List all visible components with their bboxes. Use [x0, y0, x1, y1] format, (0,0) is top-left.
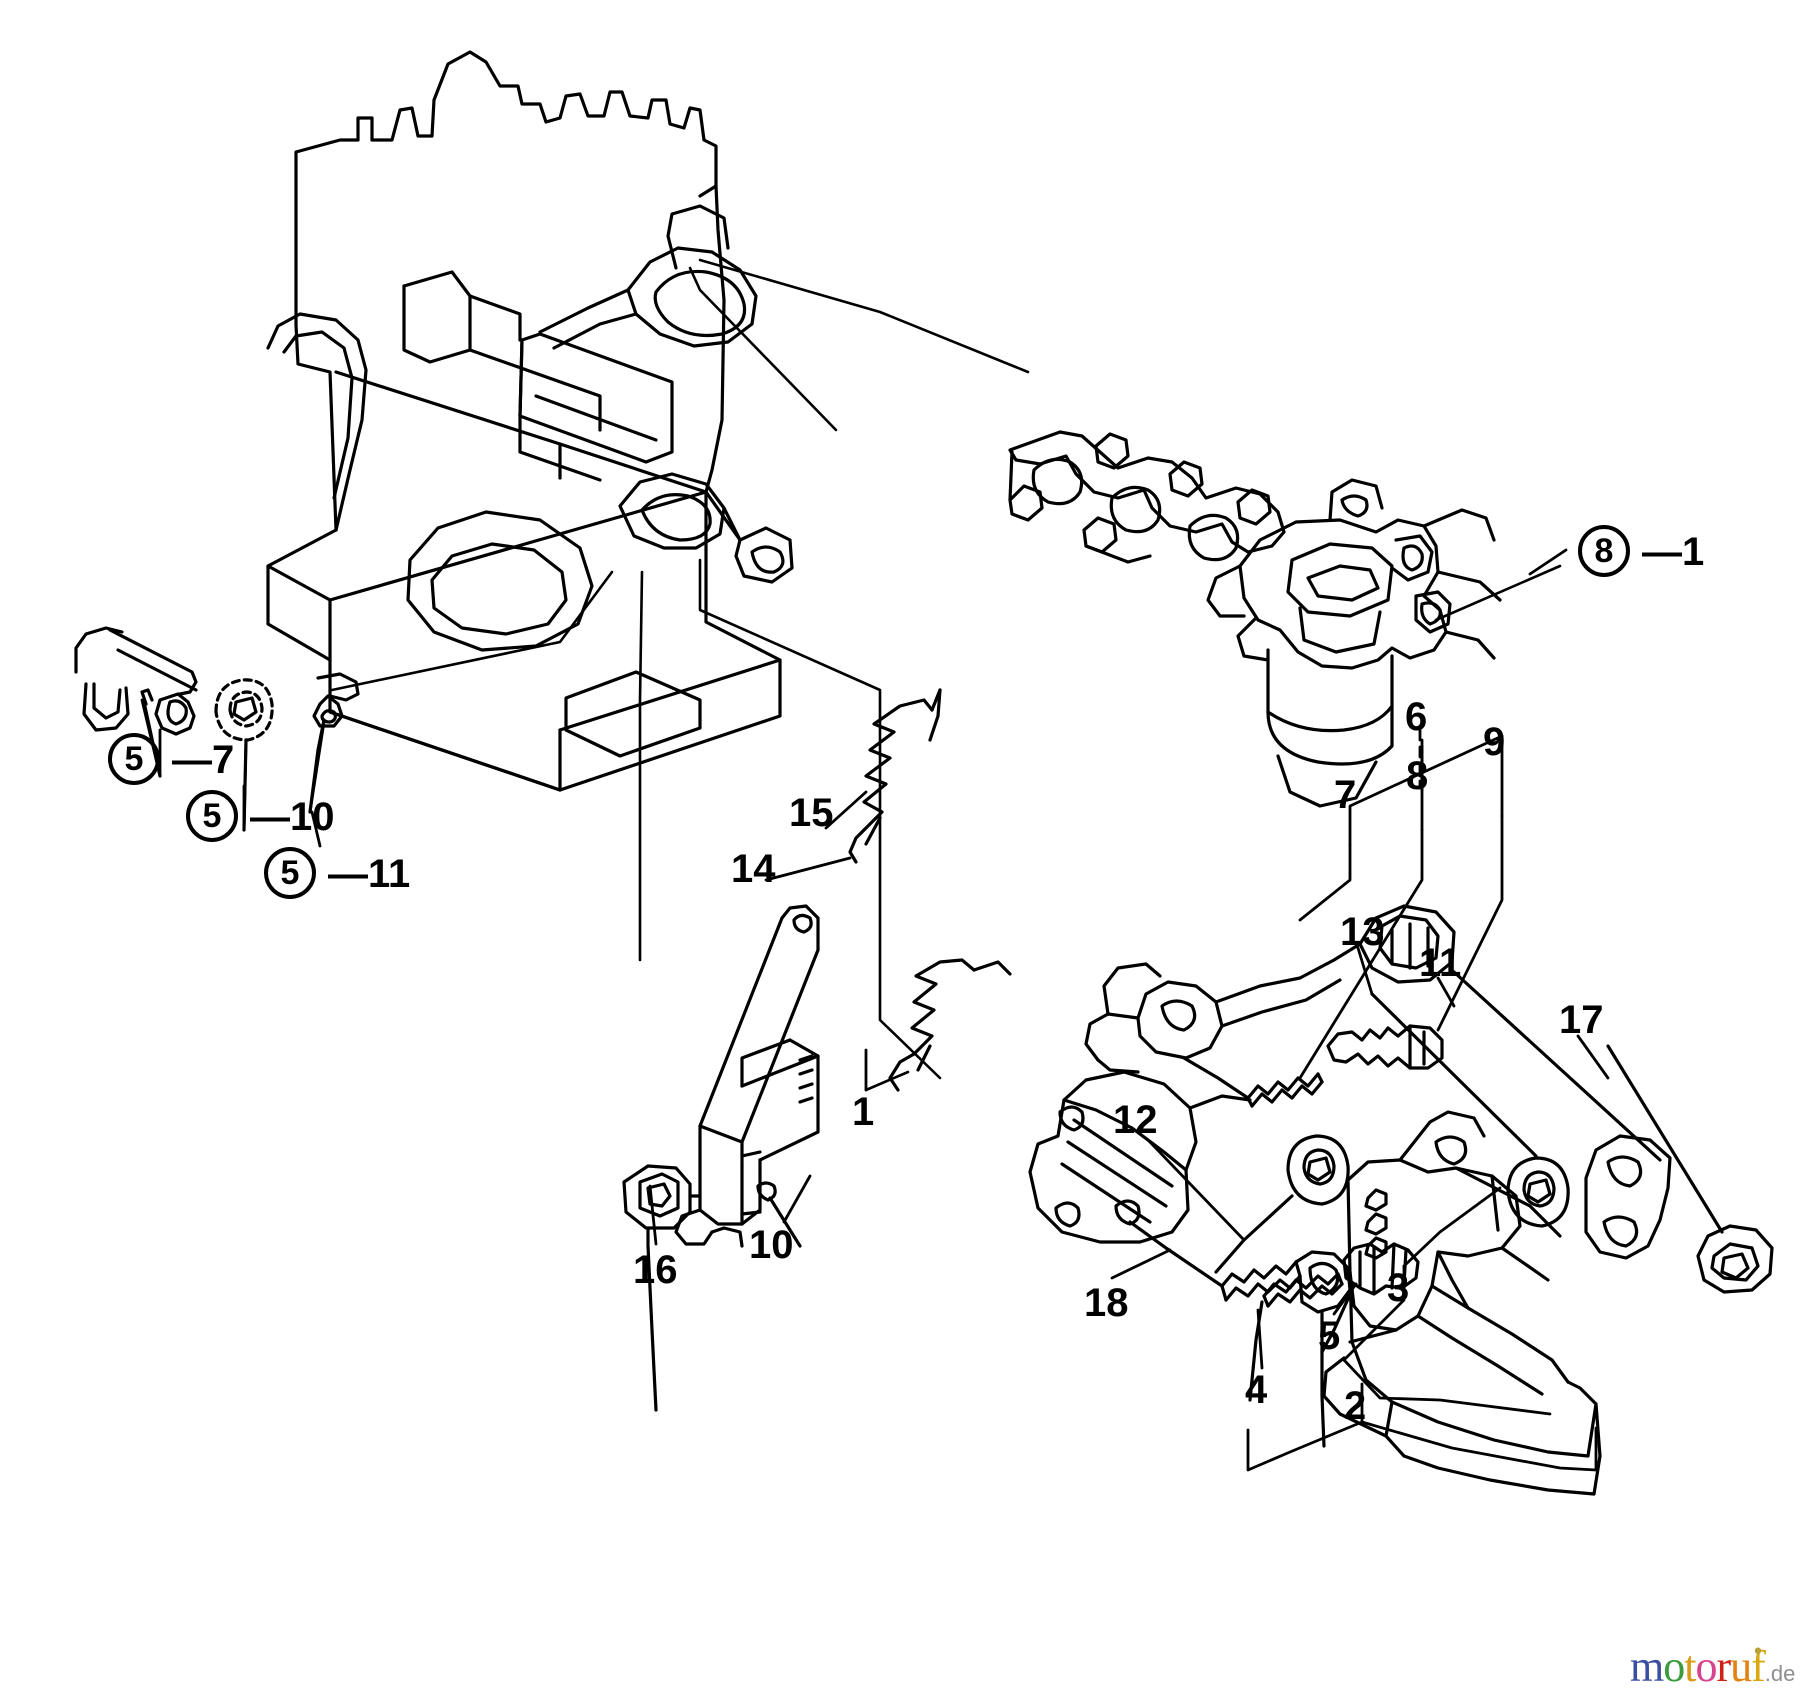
- callout-16: 16: [633, 1248, 678, 1292]
- callout-2: 2: [1344, 1384, 1367, 1428]
- callout-9: 9: [1483, 720, 1506, 764]
- retaining-clip: [308, 672, 360, 814]
- watermark-letter: m: [1630, 1642, 1664, 1691]
- watermark-letter: f: [1751, 1642, 1766, 1691]
- engine-block-outline: [266, 50, 794, 792]
- callout-dash-7: —7: [172, 738, 235, 782]
- watermark-letter: r: [1716, 1642, 1731, 1691]
- washer-shim: [214, 678, 274, 742]
- callout-17: 17: [1559, 998, 1604, 1042]
- control-bracket: [1028, 1070, 1252, 1244]
- callout-15: 15: [789, 791, 834, 835]
- leader-lines-block: [330, 258, 1030, 1080]
- callout-5-bottom: 5: [1318, 1314, 1341, 1358]
- hex-bolt-5: [1320, 1242, 1420, 1354]
- governor-lever-arm: [674, 904, 820, 1248]
- callout-dash-11: —11: [328, 852, 411, 896]
- intake-manifold-gasket: [1008, 430, 1286, 564]
- callout-11: 11: [1419, 941, 1462, 985]
- callout-3: 3: [1387, 1266, 1410, 1310]
- watermark-letter: t: [1684, 1642, 1696, 1691]
- watermark-letters: motoruf: [1630, 1642, 1766, 1691]
- spring-15: [848, 688, 942, 864]
- callout-circle-5c: 5: [264, 847, 316, 899]
- callout-14: 14: [731, 847, 776, 891]
- callout-circle-5a: 5: [108, 733, 160, 785]
- washer-12: [1214, 1134, 1350, 1274]
- callout-6: 6: [1405, 695, 1428, 739]
- callout-1: 1: [852, 1090, 875, 1134]
- callout-dash-1: —1: [1642, 530, 1705, 574]
- lock-nut-17: [1606, 1044, 1774, 1294]
- callout-dash-10: —10: [250, 795, 335, 839]
- callout-13: 13: [1340, 910, 1385, 954]
- throttle-lever-upper: [1084, 904, 1456, 1108]
- callout-7: 7: [1334, 773, 1357, 817]
- callout-10: 10: [749, 1223, 794, 1267]
- motoruf-watermark: motoruf.de ●: [1630, 1641, 1795, 1692]
- callout-12: 12: [1113, 1098, 1158, 1142]
- circled-callout-leaders: [158, 548, 1568, 848]
- choke-plate-assembly: [1322, 1110, 1602, 1496]
- watermark-letter: o: [1663, 1642, 1685, 1691]
- watermark-suffix: .de: [1764, 1661, 1796, 1686]
- screw-18: [1128, 1220, 1352, 1448]
- watermark-letter: o: [1695, 1642, 1717, 1691]
- callout-circle-5b: 5: [186, 790, 238, 842]
- spring-1: [888, 958, 1012, 1092]
- callout-8: 8: [1406, 754, 1429, 798]
- watermark-dot: ●: [1753, 1643, 1762, 1659]
- washer-13: [1370, 992, 1570, 1228]
- watermark-letter: u: [1730, 1642, 1752, 1691]
- callout-circle-8: 8: [1578, 525, 1630, 577]
- callout-4: 4: [1245, 1368, 1268, 1412]
- lock-nut-16: [622, 1164, 702, 1412]
- callout-18: 18: [1084, 1281, 1129, 1325]
- link-11: [1452, 970, 1672, 1260]
